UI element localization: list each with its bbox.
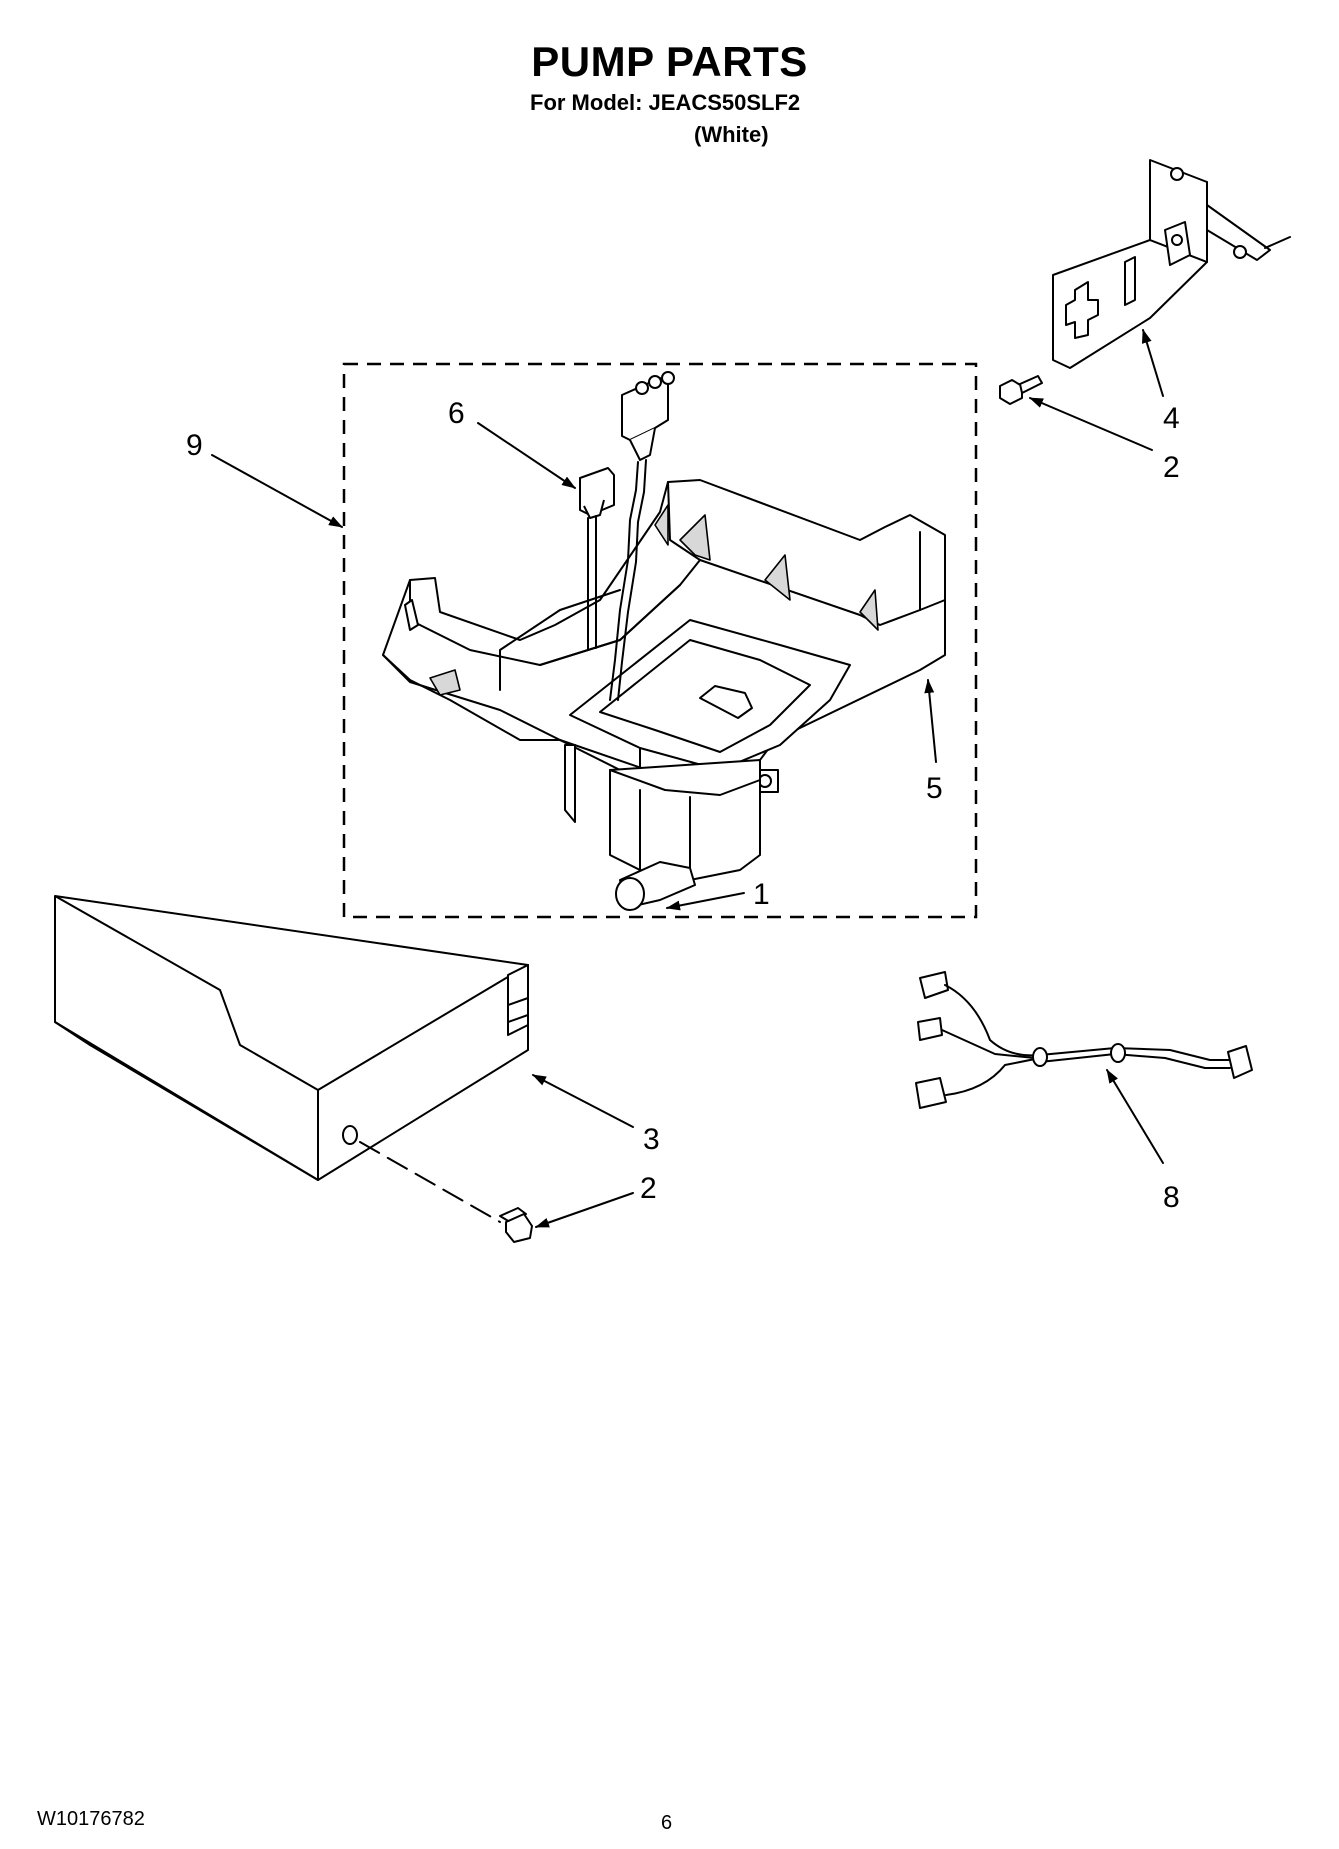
cover-panel-part [54, 895, 529, 1223]
page-number: 6 [661, 1812, 673, 1834]
callout-1: 1 [753, 878, 770, 911]
wire-harness-part [915, 971, 1253, 1109]
document-code: W10176782 [37, 1808, 145, 1830]
mounting-bracket-part [1052, 159, 1291, 369]
leader-arrow-2-lower [535, 1192, 634, 1228]
leader-arrow-6 [477, 422, 576, 489]
leader-arrow-5 [924, 679, 937, 763]
callout-2-upper: 2 [1163, 451, 1180, 484]
callout-4: 4 [1163, 402, 1180, 435]
assembly-boundary-box [342, 362, 978, 919]
screw-upper-part [999, 375, 1043, 405]
model-line: For Model: JEACS50SLF2 [530, 90, 801, 115]
callout-6: 6 [448, 397, 465, 430]
wire-connector-assembly [579, 371, 675, 701]
callout-3: 3 [643, 1123, 660, 1156]
callout-5: 5 [926, 772, 943, 805]
model-variant: (White) [694, 122, 769, 147]
leader-arrow-4 [1141, 329, 1164, 397]
leader-arrow-3 [532, 1074, 634, 1128]
callout-9: 9 [186, 429, 203, 462]
leader-arrow-2-upper [1029, 397, 1153, 451]
pump-motor-part [564, 744, 761, 911]
screw-lower-part [499, 1207, 533, 1243]
leader-arrow-9 [211, 454, 343, 528]
reservoir-tray-part [382, 479, 946, 801]
callout-8: 8 [1163, 1181, 1180, 1214]
leader-arrow-1 [666, 892, 745, 911]
callout-2-lower: 2 [640, 1172, 657, 1205]
leader-arrow-8 [1106, 1069, 1164, 1164]
page-title: PUMP PARTS [531, 38, 808, 85]
